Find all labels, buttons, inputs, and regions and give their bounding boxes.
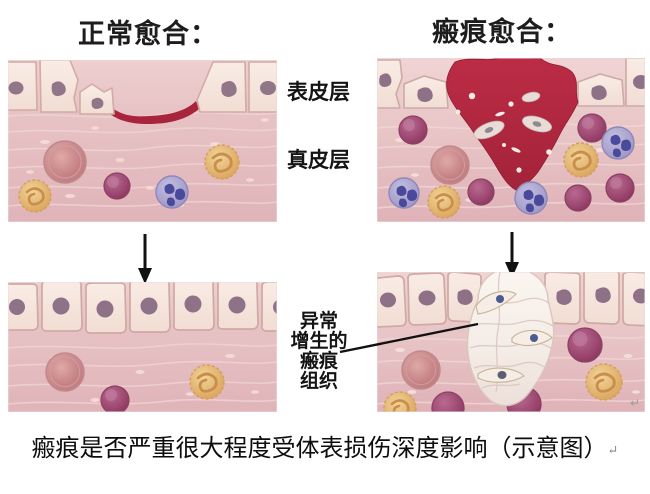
epidermis-nuclei-left [8, 81, 104, 109]
macrophage-cell [563, 142, 599, 178]
caption-text: 瘢痕是否严重很大程度受体表损伤深度影响（示意图） [31, 436, 608, 462]
label-epidermis: 表皮层 [287, 80, 350, 104]
dermis-cells-normal [18, 140, 240, 213]
label-dermis: 真皮层 [287, 148, 350, 172]
annotation-line-1: 异常 [299, 311, 338, 332]
macrophage-cell [204, 144, 240, 180]
neutrophil-cell [155, 175, 189, 209]
arrow-scar-progression [505, 232, 519, 278]
hypertrophic-scar-tissue [466, 272, 555, 407]
fibroblast-cell [511, 329, 553, 347]
shallow-wound [110, 101, 199, 124]
macrophage-cell [585, 363, 623, 401]
normal-healing-healed-panel [8, 282, 277, 412]
neutrophil-cell [601, 126, 635, 160]
fibroblast-cell [475, 290, 517, 315]
scar-healing-wound-panel [377, 58, 645, 222]
dermis-cells-scar [388, 113, 635, 219]
normal-healing-wound-panel [8, 60, 277, 222]
fibroblast-cell [477, 367, 525, 383]
annotation-line-3: 瘢痕 [299, 351, 338, 373]
neutrophil-cell [388, 177, 420, 209]
annotation-line-4: 组织 [299, 371, 338, 393]
macrophage-cell [18, 179, 52, 213]
figure-caption: 瘢痕是否严重很大程度受体表损伤深度影响（示意图）↵ [0, 428, 650, 463]
deep-wound [446, 58, 579, 191]
title-scar-healing: 瘢痕愈合： [432, 17, 572, 47]
panel-return-mark: ↵ [630, 396, 641, 410]
annotation-leader-line [339, 322, 479, 354]
arrow-normal-progression [138, 234, 152, 284]
scar-healing-healed-panel [377, 272, 645, 412]
caption-return-mark: ↵ [607, 442, 619, 458]
neutrophil-cell [514, 181, 548, 215]
macrophage-cell [427, 185, 461, 219]
macrophage-cell [189, 364, 225, 400]
annotation-line-2: 增生的 [290, 331, 348, 353]
annotation-scar-tissue: 异常 增生的 瘢痕 组织 [283, 311, 355, 393]
epidermis-nuclei-healed [9, 295, 277, 318]
title-normal-healing: 正常愈合： [78, 19, 218, 49]
macrophage-cell [383, 391, 417, 412]
